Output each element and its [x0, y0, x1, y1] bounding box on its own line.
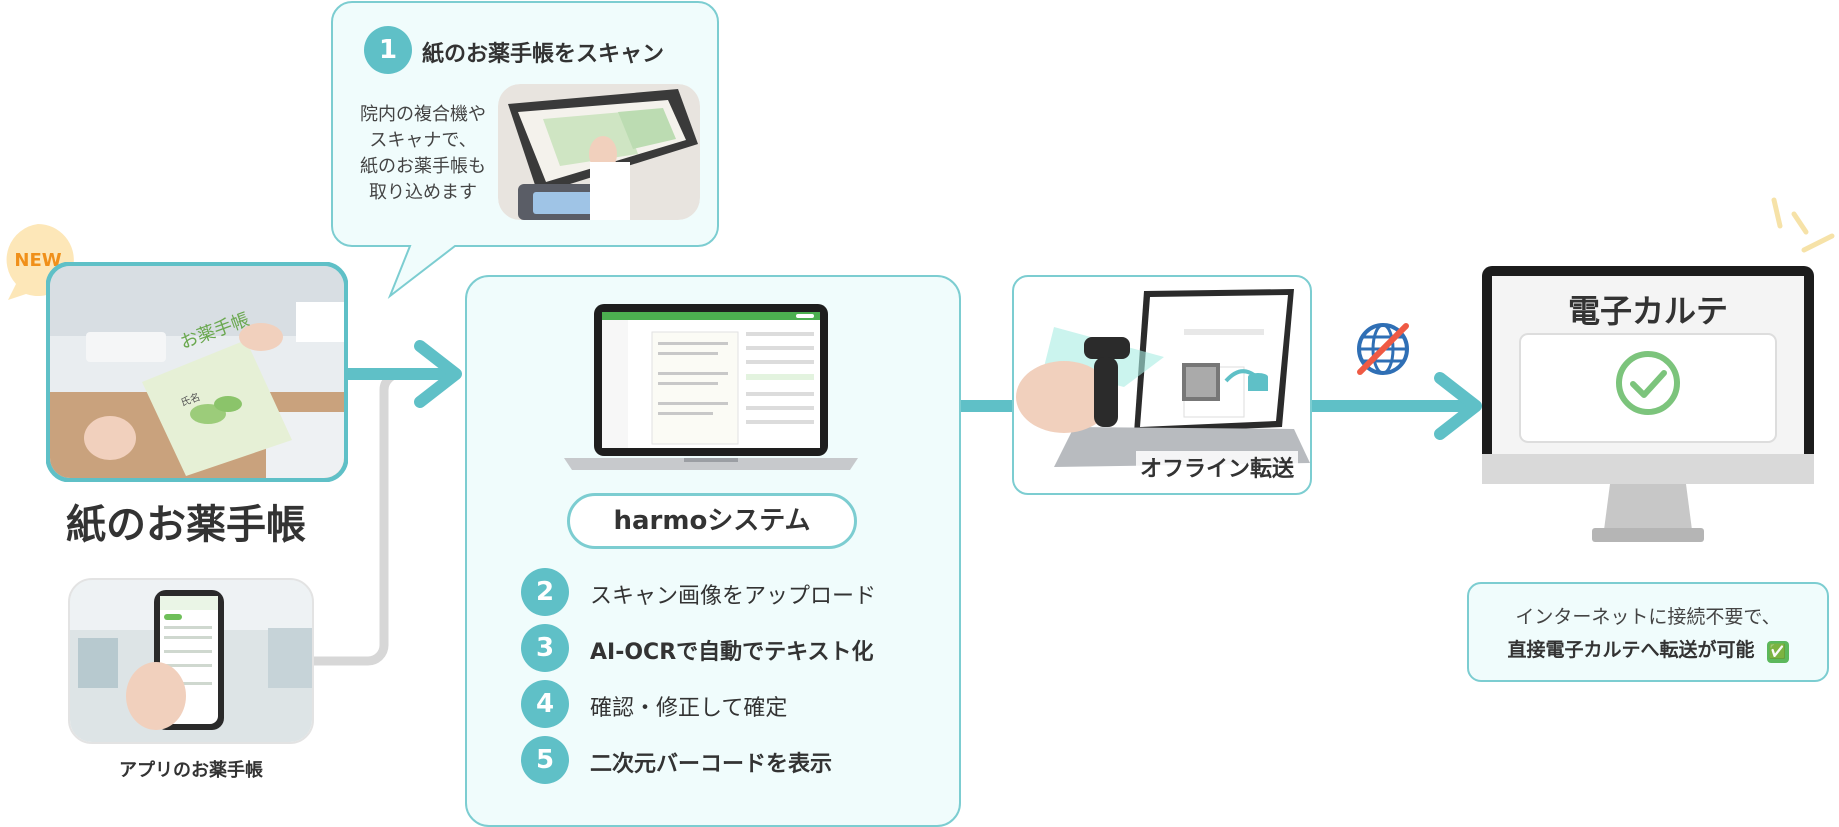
new-badge: NEW: [14, 250, 62, 271]
scan-description: 院内の複合機や スキャナで、 紙のお薬手帳も 取り込めます: [350, 102, 496, 206]
scan-title: 紙のお薬手帳をスキャン: [422, 42, 665, 67]
step-5-number: 5: [521, 736, 569, 784]
scan-desc-line: 紙のお薬手帳も: [360, 156, 486, 177]
barcode-scanner-photo: [1016, 289, 1310, 467]
scan-desc-line: 院内の複合機や: [360, 104, 486, 125]
step-2-text: スキャン画像をアップロード: [590, 584, 877, 609]
app-notebook-label: アプリのお薬手帳: [119, 760, 263, 781]
scanner-photo: [498, 84, 700, 220]
step-4-number: 4: [521, 680, 569, 728]
scan-desc-line: 取り込めます: [369, 182, 477, 203]
app-notebook-photo: [68, 578, 314, 744]
step-3-text: AI-OCRで自動でテキスト化: [590, 640, 874, 665]
ehr-note-box: インターネットに接続不要で、 直接電子カルテへ転送が可能 ✅: [1467, 582, 1829, 682]
step-1-number: 1: [364, 26, 412, 74]
paper-notebook-label: 紙のお薬手帳: [66, 502, 306, 548]
ehr-note-line-2: 直接電子カルテへ転送が可能: [1507, 639, 1755, 661]
globe-no-internet-icon: [1357, 323, 1409, 375]
step-2-number: 2: [521, 568, 569, 616]
step-3-number: 3: [521, 624, 569, 672]
offline-transfer-label: オフライン転送: [1135, 451, 1298, 483]
scan-desc-line: スキャナで、: [369, 130, 477, 151]
offline-transfer-box: オフライン転送: [1012, 275, 1312, 495]
step-4-text: 確認・修正して確定: [590, 696, 788, 721]
laptop-screenshot: [564, 304, 858, 470]
check-mark-emoji: ✅: [1766, 641, 1789, 663]
sparkle-lines: [1771, 197, 1835, 253]
paper-notebook-photo: [46, 262, 348, 482]
ehr-note-line-1: インターネットに接続不要で、: [1515, 606, 1781, 628]
ehr-screen-title: 電子カルテ: [1567, 292, 1728, 330]
harmo-system-name: harmoシステム: [567, 493, 857, 549]
check-circle-icon: [1616, 351, 1680, 415]
step-5-text: 二次元バーコードを表示: [590, 752, 833, 777]
